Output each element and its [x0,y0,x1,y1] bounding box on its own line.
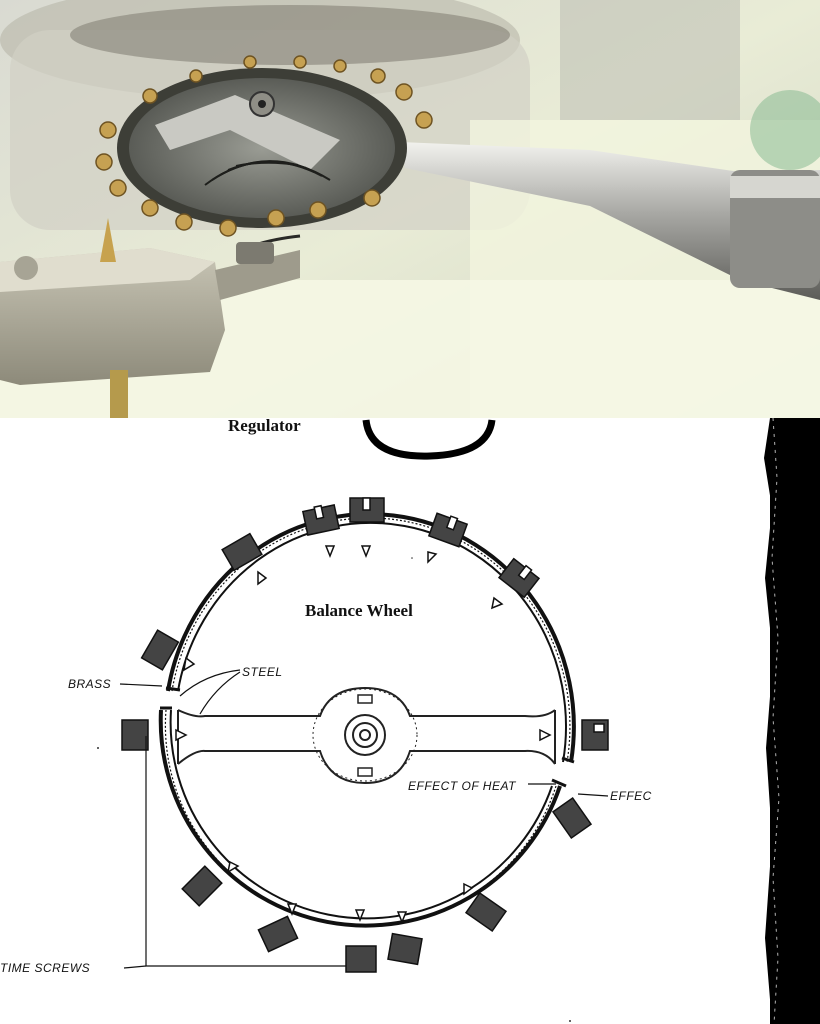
timing-screw [181,865,223,907]
regulator-arc [362,419,496,460]
timing-screws [121,497,609,973]
scan-edge [764,418,820,1024]
diagram-drawing: Regulator Balance Wheel [0,418,820,1024]
timing-screw [464,891,508,933]
regulator-label: Regulator [228,418,301,435]
timing-screw [301,504,341,536]
label-time-screws: TIME SCREWS [0,736,346,975]
label-effect-cut: EFFEC [577,789,652,803]
effect-cut-label: EFFEC [610,789,652,803]
scan-specks [97,557,571,1022]
screw-tips [175,545,552,925]
balance-hub [344,694,386,777]
time-screws-label: TIME SCREWS [0,961,90,975]
label-steel: STEEL [179,665,283,715]
timing-screw [427,512,469,548]
timing-screw [140,629,180,671]
steel-label: STEEL [242,665,283,679]
label-brass: BRASS [68,677,163,691]
timing-screw [257,915,299,953]
timing-screw [581,719,609,751]
timing-screw [221,532,263,572]
timing-screw [387,932,423,966]
timing-screw [497,557,541,599]
balance-wheel-diagram: Regulator Balance Wheel [0,418,820,1024]
timing-screw [345,945,377,973]
timing-screw [349,497,385,523]
balance-wheel-title: Balance Wheel [305,601,413,620]
brass-label: BRASS [68,677,111,691]
timing-screw [551,796,593,840]
effect-of-heat-label: EFFECT OF HEAT [408,779,517,793]
label-effect-of-heat: EFFECT OF HEAT [408,779,556,793]
timing-screw [121,719,149,751]
balance-rim [158,512,576,928]
photo-illustration [0,0,820,418]
balance-wheel-photo [0,0,820,418]
